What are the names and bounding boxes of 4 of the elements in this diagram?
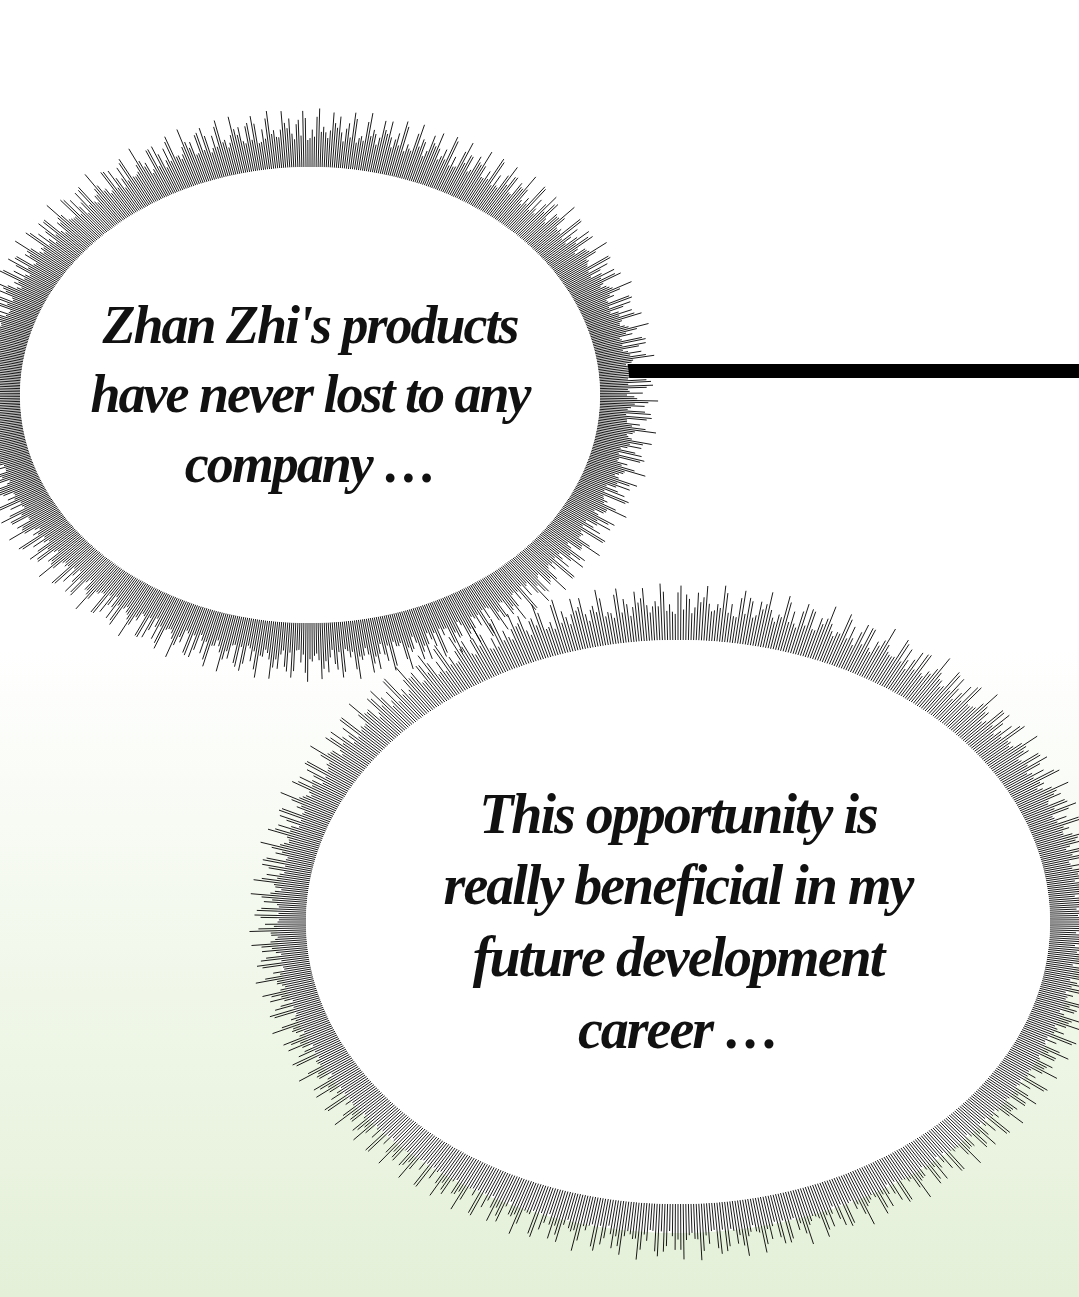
bubble-text: Zhan Zhi's products have never lost to any company … xyxy=(89,294,532,496)
speech-bubble xyxy=(0,107,660,683)
bubble-text: This opportunity is really beneficial in my future development career … xyxy=(442,781,915,1062)
speech-bubble xyxy=(248,582,1079,1262)
